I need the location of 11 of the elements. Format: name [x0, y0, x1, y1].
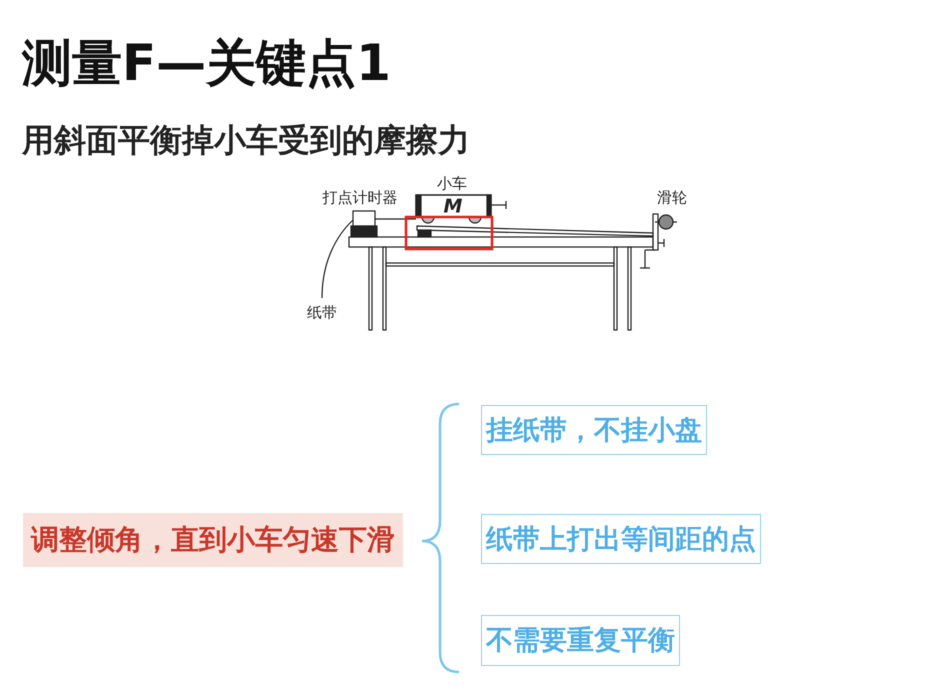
title: 测量F—关键点1	[22, 38, 391, 88]
part-label: 滑轮	[657, 190, 687, 206]
text-box: 纸带上打出等间距的点	[481, 514, 761, 564]
text-box: 调整倾角，直到小车匀速下滑	[23, 513, 403, 567]
cart-letter: M	[444, 198, 462, 216]
part-label: 小车	[437, 176, 467, 192]
part-label: 纸带	[307, 306, 337, 320]
subtitle: 用斜面平衡掉小车受到的摩擦力	[22, 124, 470, 156]
text-box: 不需要重复平衡	[481, 615, 680, 666]
part-label: 打点计时器	[322, 190, 398, 206]
text-box: 挂纸带，不挂小盘	[481, 405, 707, 455]
